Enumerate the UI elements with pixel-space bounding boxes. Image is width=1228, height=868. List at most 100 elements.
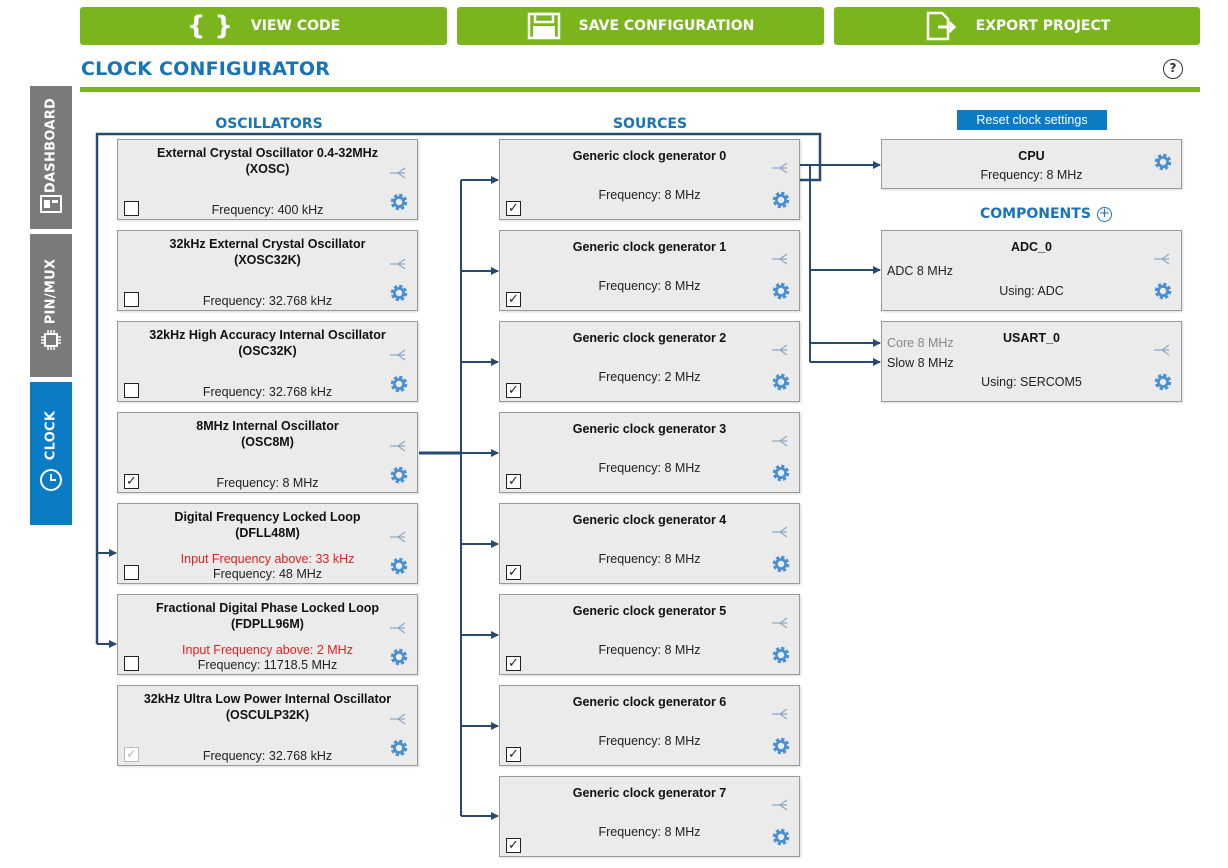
route-icon[interactable]: [1153, 343, 1171, 357]
oscillator-enable-checkbox[interactable]: [124, 201, 139, 216]
oscillator-card-fdpll96m[interactable]: Fractional Digital Phase Locked Loop (FD…: [117, 594, 418, 675]
cpu-card[interactable]: CPU Frequency: 8 MHz: [881, 139, 1182, 189]
source-enable-checkbox[interactable]: ✓: [506, 838, 521, 853]
route-icon[interactable]: [771, 161, 789, 175]
code-braces-icon: { }: [186, 11, 233, 41]
route-icon[interactable]: [389, 257, 407, 271]
oscillator-enable-checkbox[interactable]: [124, 656, 139, 671]
oscillator-card-osculp32k[interactable]: 32kHz Ultra Low Power Internal Oscillato…: [117, 685, 418, 766]
source-title: Generic clock generator 5: [572, 604, 727, 618]
source-card-gclk5[interactable]: Generic clock generator 5 Frequency: 8 M…: [499, 594, 800, 675]
save-configuration-button[interactable]: SAVE CONFIGURATION: [457, 7, 824, 45]
source-card-gclk4[interactable]: Generic clock generator 4 Frequency: 8 M…: [499, 503, 800, 584]
settings-gear-icon[interactable]: [388, 373, 410, 395]
route-icon[interactable]: [771, 343, 789, 357]
source-card-gclk6[interactable]: Generic clock generator 6 Frequency: 8 M…: [499, 685, 800, 766]
view-code-button[interactable]: { } VIEW CODE: [80, 7, 447, 45]
oscillator-card-xosc[interactable]: External Crystal Oscillator 0.4-32MHz (X…: [117, 139, 418, 220]
add-component-icon[interactable]: +: [1096, 206, 1112, 222]
oscillator-subtitle: (OSC8M): [241, 435, 294, 449]
help-icon[interactable]: ?: [1163, 59, 1183, 79]
source-frequency: Frequency: 8 MHz: [598, 188, 701, 202]
tab-clock[interactable]: CLOCK: [30, 382, 72, 525]
oscillator-card-osc32k[interactable]: 32kHz High Accuracy Internal Oscillator …: [117, 321, 418, 402]
source-frequency: Frequency: 8 MHz: [598, 552, 701, 566]
settings-gear-icon[interactable]: [770, 189, 792, 211]
tab-dashboard[interactable]: DASHBOARD: [30, 86, 72, 229]
settings-gear-icon[interactable]: [770, 644, 792, 666]
source-card-gclk1[interactable]: Generic clock generator 1 Frequency: 8 M…: [499, 230, 800, 311]
settings-gear-icon[interactable]: [770, 735, 792, 757]
oscillator-subtitle: (XOSC): [245, 162, 290, 176]
oscillator-title: 32kHz High Accuracy Internal Oscillator: [149, 328, 386, 342]
source-enable-checkbox[interactable]: ✓: [506, 383, 521, 398]
save-icon: [527, 12, 561, 40]
oscillator-enable-checkbox[interactable]: [124, 292, 139, 307]
settings-gear-icon[interactable]: [770, 280, 792, 302]
oscillator-frequency: Frequency: 32.768 kHz: [202, 294, 333, 308]
cpu-title: CPU: [1018, 149, 1045, 163]
oscillator-enable-checkbox[interactable]: [124, 383, 139, 398]
oscillator-card-dfll48m[interactable]: Digital Frequency Locked Loop (DFLL48M) …: [117, 503, 418, 584]
reset-clock-settings-button[interactable]: Reset clock settings: [957, 110, 1107, 130]
route-icon[interactable]: [389, 621, 407, 635]
settings-gear-icon[interactable]: [1152, 371, 1174, 393]
source-enable-checkbox[interactable]: ✓: [506, 292, 521, 307]
settings-gear-icon[interactable]: [388, 555, 410, 577]
route-icon[interactable]: [1153, 252, 1171, 266]
source-card-gclk0[interactable]: Generic clock generator 0 Frequency: 8 M…: [499, 139, 800, 220]
route-icon[interactable]: [771, 798, 789, 812]
page-title: CLOCK CONFIGURATOR: [81, 58, 331, 80]
component-card-adc0[interactable]: ADC_0 ADC 8 MHz Using: ADC: [881, 230, 1182, 311]
source-frequency: Frequency: 8 MHz: [598, 279, 701, 293]
settings-gear-icon[interactable]: [388, 282, 410, 304]
source-enable-checkbox[interactable]: ✓: [506, 201, 521, 216]
settings-gear-icon[interactable]: [388, 737, 410, 759]
source-enable-checkbox[interactable]: ✓: [506, 565, 521, 580]
settings-gear-icon[interactable]: [388, 191, 410, 213]
export-project-button[interactable]: EXPORT PROJECT: [834, 7, 1200, 45]
oscillator-title: External Crystal Oscillator 0.4-32MHz: [157, 146, 378, 160]
source-title: Generic clock generator 0: [572, 149, 727, 163]
route-icon[interactable]: [771, 707, 789, 721]
settings-gear-icon[interactable]: [388, 646, 410, 668]
oscillator-card-osc8m[interactable]: 8MHz Internal Oscillator (OSC8M) Frequen…: [117, 412, 418, 493]
route-icon[interactable]: [771, 616, 789, 630]
route-icon[interactable]: [389, 439, 407, 453]
source-frequency: Frequency: 8 MHz: [598, 461, 701, 475]
settings-gear-icon[interactable]: [1152, 280, 1174, 302]
settings-gear-icon[interactable]: [770, 826, 792, 848]
oscillator-card-xosc32k[interactable]: 32kHz External Crystal Oscillator (XOSC3…: [117, 230, 418, 311]
route-icon[interactable]: [389, 530, 407, 544]
source-card-gclk7[interactable]: Generic clock generator 7 Frequency: 8 M…: [499, 776, 800, 857]
oscillator-subtitle: (OSCULP32K): [225, 708, 310, 722]
route-icon[interactable]: [389, 348, 407, 362]
title-divider: [80, 87, 1200, 92]
route-icon[interactable]: [771, 434, 789, 448]
component-input-slow: Slow 8 MHz: [887, 356, 954, 370]
settings-gear-icon[interactable]: [770, 371, 792, 393]
source-enable-checkbox[interactable]: ✓: [506, 656, 521, 671]
oscillator-subtitle: (DFLL48M): [235, 526, 300, 540]
settings-gear-icon[interactable]: [770, 553, 792, 575]
settings-gear-icon[interactable]: [770, 462, 792, 484]
route-icon[interactable]: [771, 525, 789, 539]
oscillator-frequency: Frequency: 400 kHz: [211, 203, 324, 217]
settings-gear-icon[interactable]: [388, 464, 410, 486]
dashboard-icon: [40, 195, 62, 213]
clock-icon: [40, 469, 62, 491]
source-card-gclk3[interactable]: Generic clock generator 3 Frequency: 8 M…: [499, 412, 800, 493]
settings-gear-icon[interactable]: [1152, 151, 1174, 173]
oscillator-frequency: Frequency: 32.768 kHz: [202, 749, 333, 763]
component-card-usart0[interactable]: USART_0 Core 8 MHz Slow 8 MHz Using: SER…: [881, 321, 1182, 402]
source-enable-checkbox[interactable]: ✓: [506, 747, 521, 762]
route-icon[interactable]: [389, 166, 407, 180]
tab-pin-mux[interactable]: PIN/MUX: [30, 234, 72, 377]
source-enable-checkbox[interactable]: ✓: [506, 474, 521, 489]
source-card-gclk2[interactable]: Generic clock generator 2 Frequency: 2 M…: [499, 321, 800, 402]
oscillator-enable-checkbox-disabled: ✓: [124, 747, 139, 762]
oscillator-enable-checkbox[interactable]: ✓: [124, 474, 139, 489]
route-icon[interactable]: [771, 252, 789, 266]
oscillator-enable-checkbox[interactable]: [124, 565, 139, 580]
route-icon[interactable]: [389, 712, 407, 726]
